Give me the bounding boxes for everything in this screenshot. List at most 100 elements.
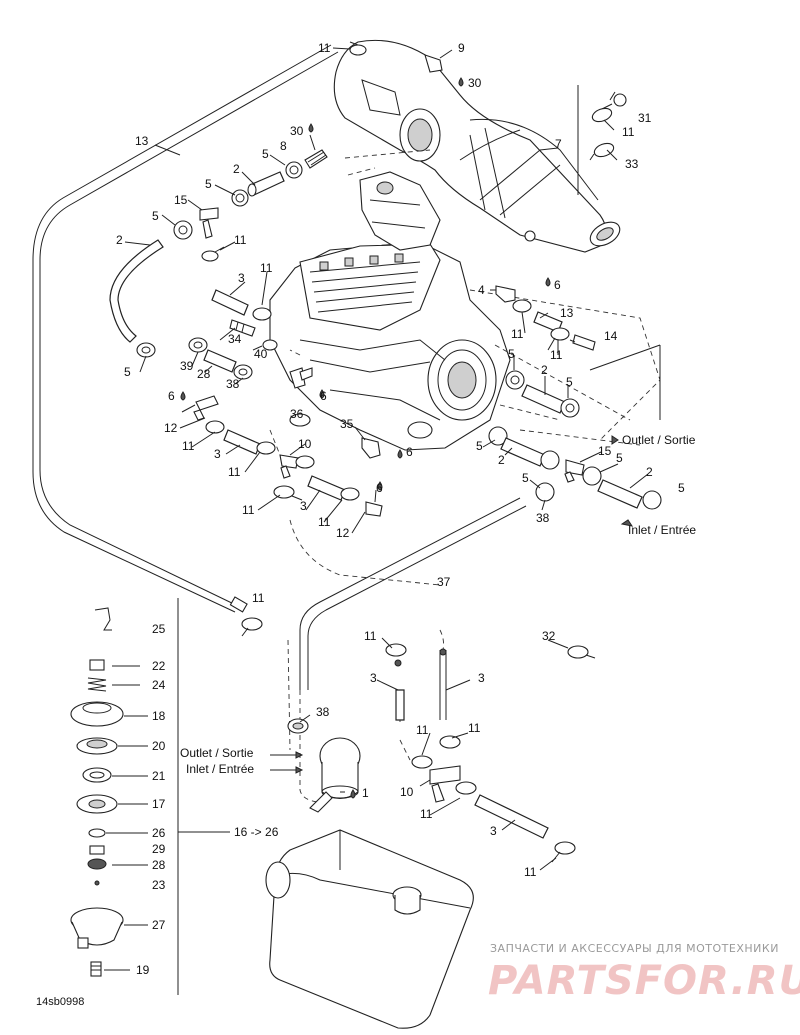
drop-icon-6-e	[377, 481, 383, 491]
callout-18: 18	[152, 709, 166, 723]
pin-23	[94, 880, 100, 886]
watermark-logo: PARTSFOR.RU	[488, 958, 800, 1004]
callout-9: 9	[458, 41, 465, 55]
body-27	[70, 907, 124, 949]
callout-33: 33	[625, 157, 639, 171]
callout-14: 14	[604, 329, 618, 343]
hose-3-d	[395, 689, 405, 721]
clamp-11-j-top	[241, 617, 263, 637]
inlet-note-2: Inlet / Entrée	[186, 762, 254, 776]
fitting-15-a	[199, 207, 219, 239]
callout-6: 6	[376, 481, 383, 495]
callout-12: 12	[336, 526, 350, 540]
callout-6: 6	[168, 389, 175, 403]
fitting-9	[424, 54, 443, 73]
callout-3: 3	[370, 671, 377, 685]
callout-13: 13	[560, 306, 574, 320]
callout-3: 3	[490, 824, 497, 838]
drop-icon-30-mid	[308, 123, 314, 133]
callout-3: 3	[478, 671, 485, 685]
hose-2-o	[500, 437, 546, 467]
callout-11: 11	[228, 465, 241, 479]
clamp-38-c	[287, 718, 309, 734]
clamp-11-d	[547, 327, 570, 351]
callout-29: 29	[152, 842, 166, 856]
callout-11: 11	[511, 327, 524, 341]
hose-3-e-dash	[439, 629, 445, 651]
callout-36: 36	[290, 407, 304, 421]
callout-39: 39	[180, 359, 194, 373]
outlet-note-1: Outlet / Sortie	[622, 433, 696, 447]
clamp-5-p	[540, 450, 560, 470]
callout-30: 30	[290, 124, 304, 138]
clamp-5-l	[136, 342, 156, 358]
hose-3-b	[223, 429, 261, 455]
callout-5: 5	[508, 347, 515, 361]
callout-8: 8	[280, 139, 287, 153]
clamp-11-top	[349, 41, 367, 56]
fitting-35	[361, 437, 381, 459]
hose-37	[299, 497, 527, 690]
callout-5: 5	[152, 209, 159, 223]
clamp-5-m	[505, 370, 525, 390]
callout-11: 11	[242, 503, 255, 517]
ring-21	[82, 767, 112, 783]
fuel-valve-assembly	[309, 737, 361, 813]
fitting-19	[90, 961, 102, 977]
callout-4: 4	[478, 283, 485, 297]
callout-15: 15	[598, 444, 612, 458]
clamp-33	[589, 142, 615, 161]
clamp-5-b	[231, 189, 249, 207]
hose-2-m	[521, 384, 566, 414]
clamp-32	[567, 645, 596, 659]
inlet-arrow-1	[620, 519, 634, 527]
outlet-arrow-1	[611, 435, 619, 445]
callout-5: 5	[262, 147, 269, 161]
fitting-15-b	[564, 459, 585, 483]
diaphragm-18	[70, 701, 124, 727]
clamp-5-q	[582, 466, 602, 486]
hose-2-p	[597, 479, 643, 509]
callout-11: 11	[524, 865, 537, 879]
callout-11: 11	[318, 41, 331, 55]
callout-5: 5	[616, 451, 623, 465]
disc-20	[76, 737, 118, 755]
fitting-12-a	[193, 395, 219, 421]
leader-dashes-engine	[344, 149, 661, 446]
callout-11: 11	[468, 721, 481, 735]
callout-22: 22	[152, 659, 166, 673]
clamp-40	[262, 339, 278, 351]
bracket-right-top	[589, 344, 661, 371]
callout-24: 24	[152, 678, 166, 692]
clamp-11-a	[201, 246, 225, 262]
drop-icon-1	[350, 789, 356, 799]
clamp-11-f	[256, 441, 276, 455]
callout-10: 10	[400, 785, 414, 799]
leader-dashes-lower	[269, 349, 441, 586]
callout-2: 2	[233, 162, 240, 176]
callout-32: 32	[542, 629, 556, 643]
fitting-10-a	[279, 454, 299, 479]
clamp-31	[599, 93, 627, 111]
fitting-4	[495, 285, 516, 303]
clamp-11-l-a	[411, 755, 433, 769]
callout-40: 40	[254, 347, 268, 361]
fitting-12-b	[365, 501, 383, 517]
plate-17	[76, 794, 118, 814]
hose-13-hidden	[287, 639, 291, 751]
clamp-38-a	[233, 364, 253, 380]
clamp-11-h	[273, 485, 303, 501]
callout-11: 11	[416, 723, 429, 737]
diagram-code: 14sb0998	[36, 996, 84, 1008]
callout-11: 11	[420, 807, 433, 821]
callout-19: 19	[136, 963, 150, 977]
callout-11: 11	[260, 261, 273, 275]
callout-2: 2	[541, 363, 548, 377]
clamp-11-c	[512, 299, 532, 313]
clamp-39	[188, 337, 208, 353]
callout-26: 26	[152, 826, 166, 840]
callout-31: 31	[638, 111, 652, 125]
tank	[265, 829, 474, 1029]
